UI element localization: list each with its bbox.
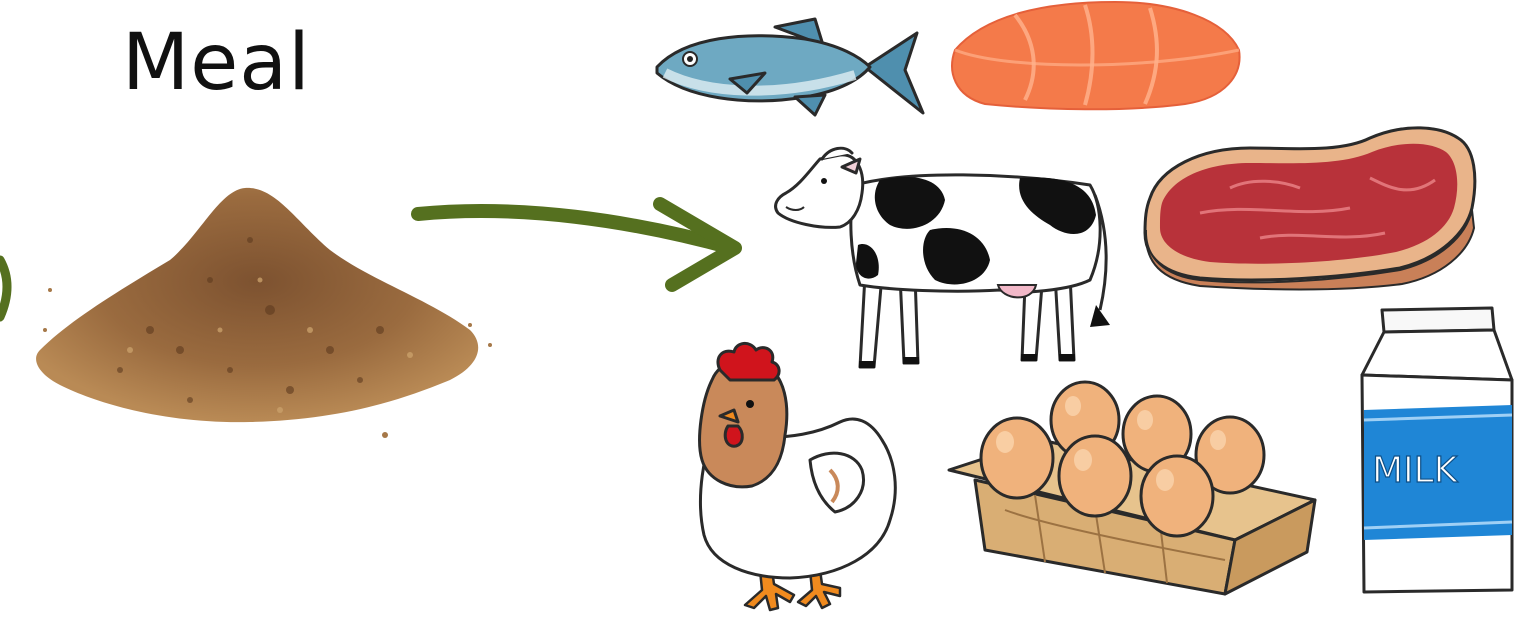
partial-arrow-curve-icon xyxy=(0,255,20,325)
milk-carton-icon: MILK xyxy=(1352,300,1518,600)
egg-carton-icon xyxy=(945,380,1325,605)
fish-icon xyxy=(655,15,930,125)
arrow-icon xyxy=(410,190,750,300)
milk-label: MILK xyxy=(1372,450,1459,491)
salmon-fillet-icon xyxy=(945,0,1245,112)
page-title: Meal xyxy=(122,24,311,102)
chicken-icon xyxy=(690,340,905,615)
steak-icon xyxy=(1140,118,1485,288)
